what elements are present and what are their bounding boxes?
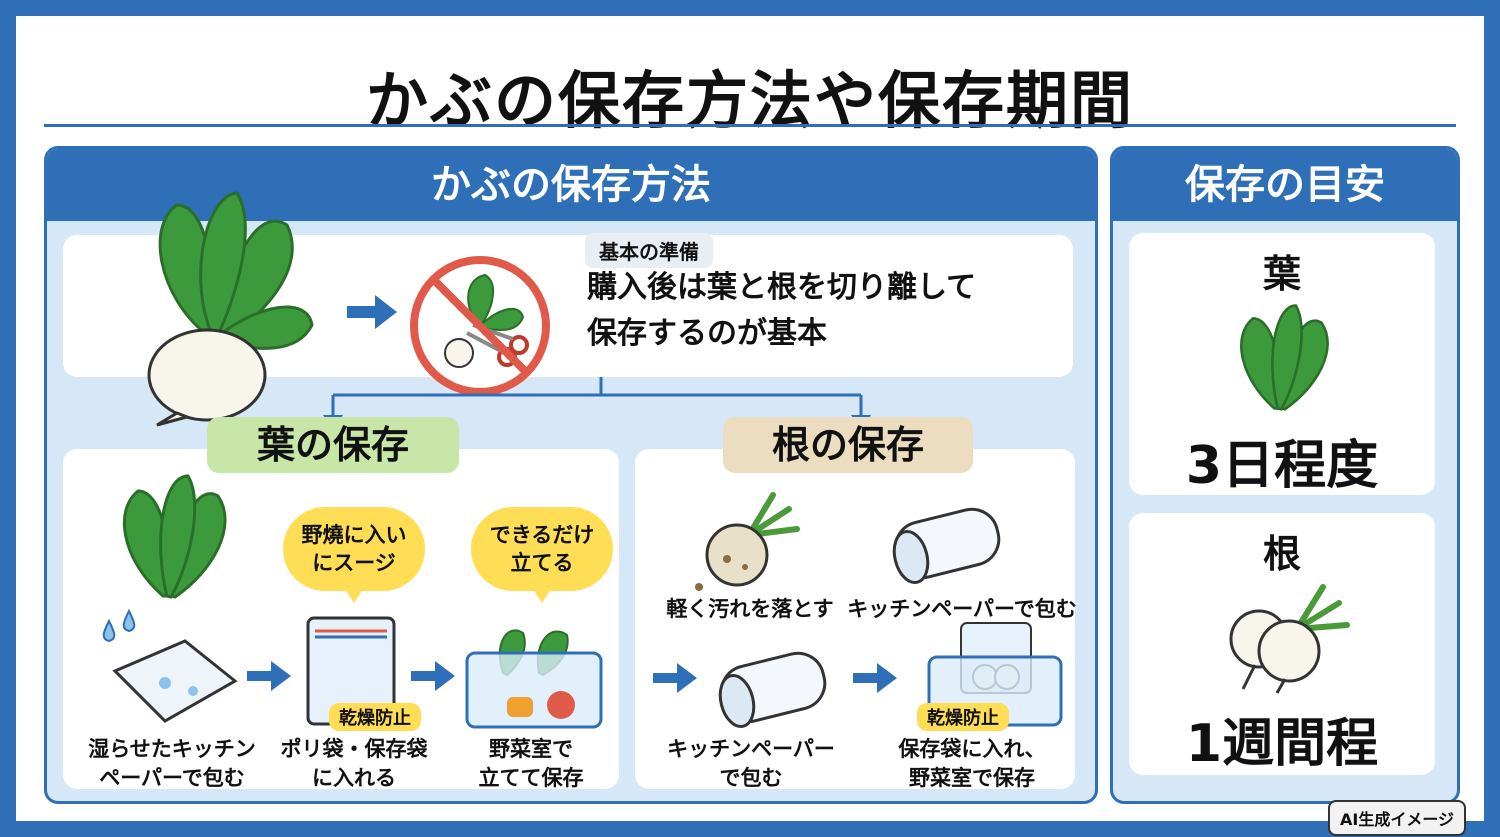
root-step-2-caption: キッチンペーパーで包む (847, 597, 1077, 621)
prep-line-2: 保存するのが基本 (587, 316, 827, 351)
ai-generated-badge: AI生成イメージ (1328, 800, 1467, 836)
leaf-step-1-caption: 湿らせたキッチン ペーパーで包む (67, 735, 277, 793)
root-storage-card (635, 449, 1075, 789)
prep-line-1: 購入後は葉と根を切り離して (587, 270, 977, 305)
guide-panel-heading: 保存の目安 (1113, 149, 1457, 221)
guide-panel: 保存の目安 葉 3日程度 根 1週間程 (1110, 146, 1460, 804)
leaf-storage-heading: 葉の保存 (207, 417, 459, 473)
leaf-tip-1-line-1: 野燒に入い (301, 523, 407, 547)
leaf-bunch-icon (122, 474, 227, 599)
prep-text: 購入後は葉と根を切り離して 保存するのが基本 (587, 265, 976, 357)
leaf-dry-prevention-tag: 乾燥防止 (329, 703, 421, 731)
root-guide-label: 根 (1262, 532, 1301, 576)
leaf-tip-1-line-2: にスージ (312, 551, 396, 575)
wet-paper-icon (102, 608, 238, 723)
arrow-right-icon (347, 295, 397, 329)
root-guide-card: 根 1週間程 (1129, 513, 1435, 775)
root-step-3-line-2: で包む (719, 766, 783, 790)
leaf-step-1-line-2: ペーパーで包む (99, 766, 245, 790)
leaf-tip-bubble-1: 野燒に入い にスージ (283, 507, 425, 603)
leaf-step-2-caption: ポリ袋・保存袋 に入れる (269, 735, 439, 793)
root-step-4-caption: 保存袋に入れ、 野菜室で保存 (877, 735, 1067, 793)
root-step-4-line-1: 保存袋に入れ、 (898, 737, 1046, 761)
root-storage-heading: 根の保存 (723, 417, 973, 473)
method-panel: かぶの保存方法 (44, 146, 1098, 804)
prep-label: 基本の準備 (585, 233, 713, 268)
page-canvas: かぶの保存方法や保存期間 かぶの保存方法 (16, 16, 1484, 836)
paper-roll-icon (892, 507, 1001, 585)
no-cutting-icon (410, 256, 550, 396)
arrow-right-icon (247, 661, 291, 691)
root-dry-prevention-tag: 乾燥防止 (917, 703, 1009, 731)
leaf-step-2-line-1: ポリ袋・保存袋 (280, 737, 428, 761)
arrow-right-icon (853, 663, 897, 693)
leaf-tip-2-line-2: 立てる (510, 551, 574, 575)
leaf-guide-card: 葉 3日程度 (1129, 233, 1435, 496)
turnip-icon (1229, 584, 1350, 694)
veggie-container-icon (465, 629, 603, 729)
title-divider (44, 124, 1456, 127)
root-step-3-caption: キッチンペーパー で包む (651, 735, 851, 793)
leaf-step-3-line-2: 立てて保存 (478, 766, 584, 790)
root-step-4-line-2: 野菜室で保存 (909, 766, 1035, 790)
water-drop-icon (122, 608, 136, 633)
leaf-step-3-caption: 野菜室で 立てて保存 (451, 735, 611, 793)
leaf-bunch-icon (1240, 304, 1329, 411)
leaf-step-1-line-1: 湿らせたキッチン (88, 737, 256, 761)
leaf-step-2-line-2: に入れる (312, 766, 396, 790)
arrow-right-icon (411, 661, 455, 691)
leaf-guide-period: 3日程度 (1185, 436, 1379, 496)
leaf-step-3-line-1: 野菜室で (489, 737, 573, 761)
root-step-1-caption: 軽く汚れを落とす (666, 597, 834, 621)
leaf-tip-bubble-2: できるだけ 立てる (471, 507, 613, 603)
paper-roll-icon (718, 651, 827, 729)
water-drop-icon (102, 618, 116, 643)
root-guide-period: 1週間程 (1185, 714, 1379, 774)
turnip-icon (147, 191, 314, 427)
dirty-turnip-icon (695, 492, 800, 591)
root-step-3-line-1: キッチンペーパー (667, 737, 835, 761)
zip-bag-icon (306, 616, 396, 726)
arrow-right-icon (653, 663, 697, 693)
leaf-guide-label: 葉 (1262, 252, 1301, 296)
leaf-tip-2-line-1: できるだけ (489, 523, 595, 547)
